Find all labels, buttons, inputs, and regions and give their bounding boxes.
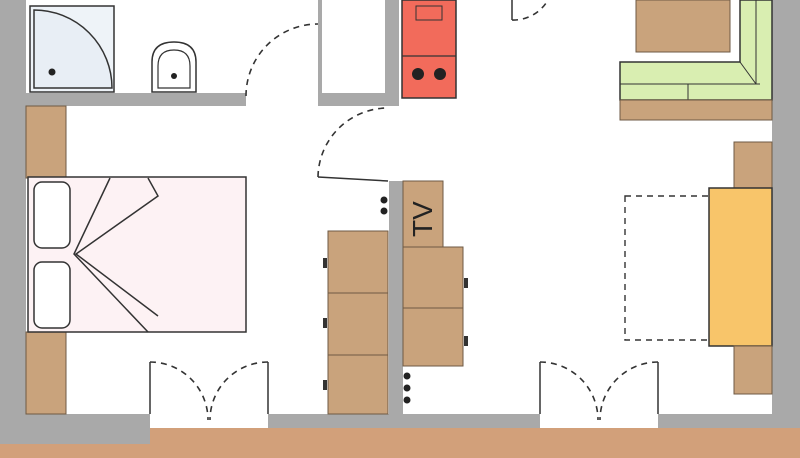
door-icon: [245, 23, 319, 97]
wall-cabinet-bottom: [733, 345, 773, 395]
stove-icon: [401, 0, 457, 99]
door-icon: [317, 107, 389, 178]
wall-partition-v1: [385, 0, 399, 106]
door-leaf: [317, 176, 389, 182]
handle: [380, 196, 388, 204]
shower-icon: [29, 5, 115, 93]
fold-out-bed: [624, 195, 716, 341]
handle: [403, 372, 411, 380]
wall-bottom-left: [0, 414, 150, 444]
wall-cabinet-top: [733, 141, 773, 189]
door-icon: [149, 361, 269, 421]
door-icon: [511, 0, 549, 21]
tv-icon: TV: [402, 180, 444, 248]
wall-right: [772, 0, 800, 420]
table-icon: [708, 187, 773, 347]
cabinet: [635, 0, 731, 53]
handle: [380, 207, 388, 215]
nightstand-top: [25, 105, 67, 179]
bed-icon: [27, 176, 247, 333]
toilet-icon: [151, 41, 197, 93]
door-icon: [539, 361, 659, 421]
handle: [403, 396, 411, 404]
wall-bottom-mid: [268, 414, 540, 428]
nightstand-bottom: [25, 331, 67, 415]
wall-bottom-right: [658, 414, 800, 428]
wall-left: [0, 0, 26, 444]
handle: [403, 384, 411, 392]
wall-partition-center: [389, 181, 403, 414]
sofa-base: [619, 99, 773, 121]
wardrobe-right: [402, 246, 468, 367]
wall-partition-v2: [318, 0, 322, 106]
wall-bath-bottom-right: [318, 93, 388, 106]
tv-label: TV: [407, 201, 438, 237]
wardrobe-left: [323, 230, 389, 415]
wall-bath-bottom: [26, 93, 246, 106]
